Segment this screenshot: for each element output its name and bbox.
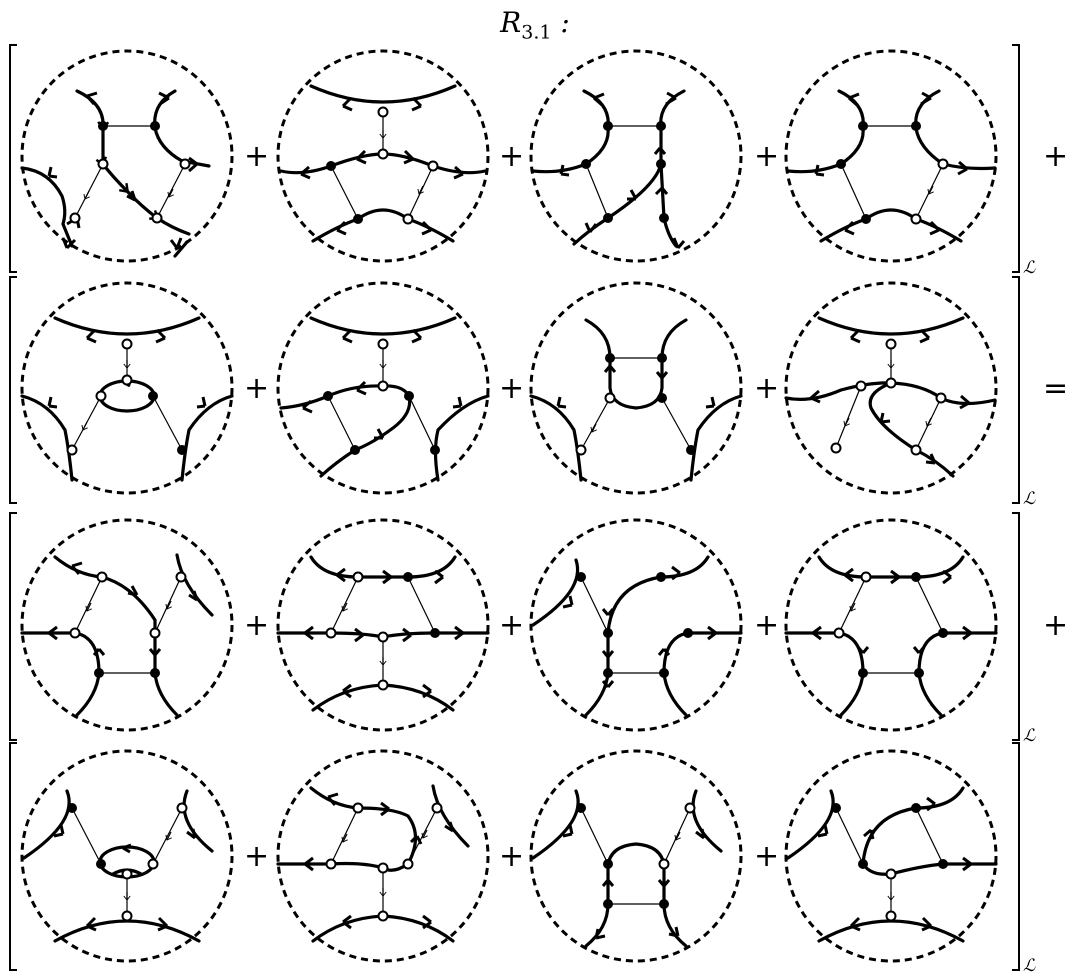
bracket-label: ℒ [1023, 726, 1036, 746]
bracket-label: ℒ [1023, 956, 1036, 976]
plus-sign: + [244, 608, 269, 643]
right-bracket [1012, 512, 1020, 741]
trailing-operator: + [1043, 608, 1068, 643]
diagram-1-2 [276, 49, 490, 263]
diagram-4-1 [20, 749, 234, 963]
right-bracket [1012, 44, 1020, 273]
diagram-4-2 [276, 749, 490, 963]
bracket-label: ℒ [1023, 489, 1036, 509]
plus-sign: + [754, 139, 779, 174]
right-bracket [1012, 276, 1020, 504]
title-symbol: R [500, 6, 522, 39]
plus-sign: + [754, 371, 779, 406]
diagram-2-1 [20, 281, 234, 495]
plus-sign: + [754, 839, 779, 874]
left-bracket [9, 512, 17, 741]
diagram-3-4 [784, 518, 998, 732]
plus-sign: + [244, 839, 269, 874]
diagram-2-2 [276, 281, 490, 495]
left-bracket [9, 44, 17, 273]
left-bracket [9, 276, 17, 504]
plus-sign: + [499, 371, 524, 406]
row-2: ℒ + + + = [9, 276, 1068, 509]
plus-sign: + [499, 608, 524, 643]
diagram-4-4 [784, 749, 998, 963]
equation-title: R3.1 : [0, 6, 1070, 44]
trailing-operator: + [1043, 139, 1068, 174]
row-1: ℒ + + + + [9, 44, 1068, 278]
row-4: ℒ + + + [9, 742, 1036, 976]
row-3: ℒ + + + + [9, 512, 1068, 746]
title-colon: : [551, 6, 570, 39]
diagram-3-1 [20, 518, 234, 732]
diagram-2-3 [529, 281, 743, 495]
diagram-2-4 [784, 281, 998, 495]
plus-sign: + [499, 839, 524, 874]
diagram-3-3 [529, 518, 743, 732]
plus-sign: + [499, 139, 524, 174]
plus-sign: + [244, 139, 269, 174]
bracket-label: ℒ [1023, 258, 1036, 278]
plus-sign: + [754, 608, 779, 643]
trailing-operator: = [1043, 371, 1068, 406]
title-subscript: 3.1 [521, 21, 552, 44]
diagram-4-3 [529, 749, 743, 963]
diagram-3-2 [276, 518, 490, 732]
diagram-1-1 [20, 49, 234, 263]
left-bracket [9, 742, 17, 971]
diagram-1-4 [784, 49, 998, 263]
plus-sign: + [244, 371, 269, 406]
right-bracket [1012, 742, 1020, 971]
diagram-1-3 [529, 49, 743, 263]
